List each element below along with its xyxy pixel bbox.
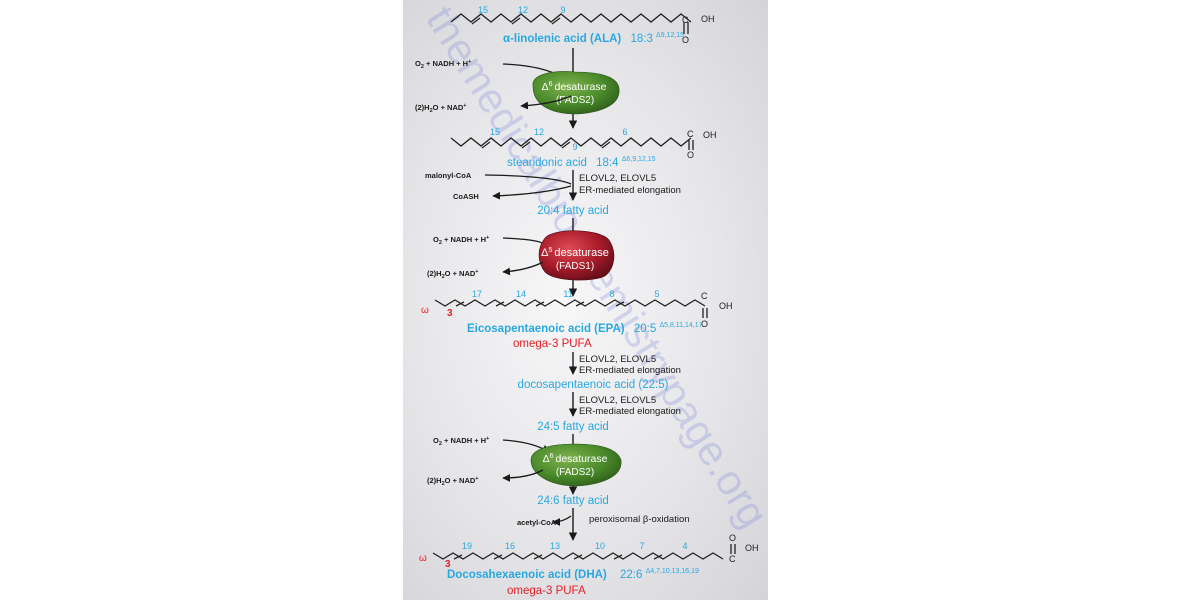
epa-num-5: 5 [654,289,659,299]
elong3-enzymes: ELOVL2, ELOVL5 [579,395,656,406]
ala-structure [450,13,692,34]
dha-cooh-c: C [729,554,736,564]
dha-superscript: Δ4,7,10,13,16,19 [646,568,699,575]
cofactor-o2-1: O2 + NADH + H+ [415,59,471,70]
epa-superscript: Δ5,8,11,14,17 [659,322,702,329]
epa-omega-3: 3 [447,308,453,319]
elong2-enzymes: ELOVL2, ELOVL5 [579,354,656,365]
epa-cooh-c: C [701,291,708,301]
d6-desaturase-1-shape [532,71,620,115]
dha-num-4: 4 [682,541,687,551]
ala-cooh-o: O [682,35,689,45]
sda-formula: 18:4 [596,157,619,169]
dha-pufa: omega-3 PUFA [507,585,586,597]
epa-num-17: 17 [472,289,482,299]
pathway-diagram: themedicalbiochemistrypage.org 15 12 9 C… [415,0,768,597]
cofactor-h2o-3: (2)H2O + NAD+ [427,476,479,487]
acetyl-coa: acetyl-CoA [517,518,557,527]
elong3-desc: ER-mediated elongation [579,406,681,417]
epa-name: Eicosapentaenoic acid (EPA) 20:5 Δ5,8,11… [467,322,703,335]
dha-name: Docosahexaenoic acid (DHA) 22:6 Δ4,7,10,… [447,568,699,581]
sda-cooh-o: O [687,150,694,160]
beta-ox-label: peroxisomal β-oxidation [589,514,690,525]
cofactor-out-arrow-3 [502,469,544,482]
sda-superscript: Δ6,9,12,15 [622,156,656,163]
sda-name: stearidonic acid 18:4 Δ6,9,12,15 [507,156,656,169]
dha-num-16: 16 [505,541,515,551]
dha-formula: 22:6 [620,569,642,581]
dha-num-7: 7 [639,541,644,551]
sda-num-6: 6 [622,127,627,137]
epa-num-14: 14 [516,289,526,299]
epa-omega: ω [421,305,429,316]
ala-cooh-oh: OH [701,14,715,24]
d6-desaturase-2-gene: (FADS2) [556,467,594,478]
dha-num-10: 10 [595,541,605,551]
epa-num-11: 11 [563,289,572,299]
sda-name-text: stearidonic acid [507,157,587,169]
fa204-name: 20:4 fatty acid [537,205,609,217]
cofactor-h2o-1: (2)H2O + NAD+ [415,103,467,114]
epa-pufa: omega-3 PUFA [513,338,592,350]
malonyl-coa: malonyl-CoA [425,171,472,180]
d6-desaturase-2-shape [530,443,622,487]
cofactor-in-arrow-2 [502,237,551,247]
dha-omega-3: 3 [445,559,451,570]
d5-desaturase-gene: (FADS1) [556,261,594,272]
cofactor-h2o-2: (2)H2O + NAD+ [427,269,479,280]
sda-num-9: 9 [572,142,577,152]
epa-num-8: 8 [609,289,614,299]
d6-desaturase-1-gene: (FADS2) [556,95,594,106]
cofactor-o2-2: O2 + NADH + H+ [433,235,489,246]
ala-num-9: 9 [560,5,565,15]
elong1-desc: ER-mediated elongation [579,185,681,196]
dha-name-text: Docosahexaenoic acid (DHA) [447,569,607,581]
dpa-name: docosapentaenoic acid (22:5) [518,379,669,391]
elong1-enzymes: ELOVL2, ELOVL5 [579,173,656,184]
ala-name-text: α-linolenic acid (ALA) [503,33,621,45]
dha-cooh-o: O [729,533,736,543]
ala-formula: 18:3 [630,33,652,45]
sda-num-15: 15 [490,127,500,137]
dha-omega: ω [419,553,427,564]
epa-name-text: Eicosapentaenoic acid (EPA) [467,323,625,335]
dha-num-19: 19 [462,541,472,551]
sda-structure [450,137,694,150]
coash: CoASH [453,192,479,201]
acetyl-out-arrow [552,515,572,526]
fa246-name: 24:6 fatty acid [537,495,609,507]
ala-superscript: Δ9,12,15 [656,32,684,39]
malonyl-in-arrow [484,174,572,185]
cofactor-o2-3: O2 + NADH + H+ [433,436,489,447]
fa245-name: 24:5 fatty acid [537,421,609,433]
sda-num-12: 12 [534,127,544,137]
cofactor-out-arrow-1 [520,95,572,110]
dha-cooh-oh: OH [745,543,759,553]
ala-name: α-linolenic acid (ALA) 18:3 Δ9,12,15 [503,32,684,45]
pathway-panel: themedicalbiochemistrypage.org 15 12 9 C… [403,0,768,600]
epa-structure [434,299,708,318]
coash-out-arrow [492,185,572,200]
epa-formula: 20:5 [634,323,656,335]
ala-num-15: 15 [478,5,488,15]
elong2-desc: ER-mediated elongation [579,365,681,376]
dha-num-13: 13 [550,541,560,551]
sda-cooh-c: C [687,129,694,139]
epa-cooh-oh: OH [719,301,733,311]
ala-cooh-c: C [682,15,689,25]
epa-cooh-o: O [701,319,708,329]
ala-num-12: 12 [518,5,528,15]
sda-cooh-oh: OH [703,130,717,140]
cofactor-out-arrow-2 [502,261,544,276]
dha-structure [432,544,736,560]
